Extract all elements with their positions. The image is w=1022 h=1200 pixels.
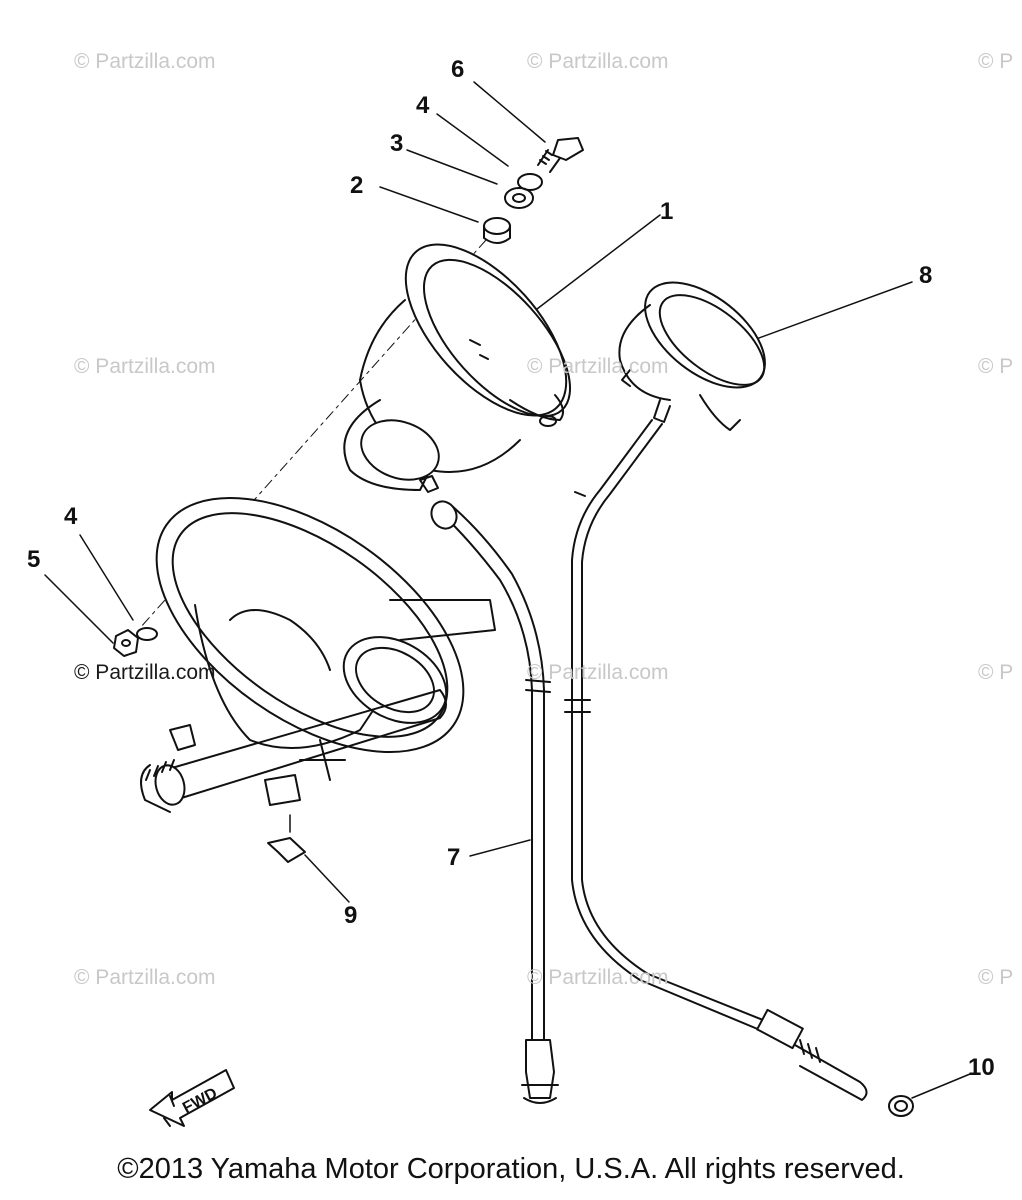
clip-part — [268, 838, 305, 862]
leader-lines — [45, 82, 970, 1098]
watermark: © Partzilla.com — [527, 661, 669, 684]
mounting-shaft — [141, 690, 446, 812]
callout-label: 5 — [27, 546, 41, 573]
watermark: © Partzilla.com — [527, 966, 669, 989]
callout-label: 10 — [968, 1054, 995, 1081]
watermark: © Partzilla.com — [527, 355, 669, 378]
callout-label: 8 — [919, 262, 933, 289]
watermark: © P — [978, 966, 1014, 989]
washer-part — [505, 188, 533, 208]
watermark: © Partzilla.com — [74, 966, 216, 989]
o-ring-part — [889, 1096, 913, 1116]
callout-label: 1 — [660, 198, 674, 225]
callout-label: 4 — [64, 503, 78, 530]
temperature-gauge — [619, 262, 783, 430]
watermark: © Partzilla.com — [527, 50, 669, 73]
watermark: © P — [978, 50, 1014, 73]
collar-part — [484, 218, 510, 243]
copyright-notice: ©2013 Yamaha Motor Corporation, U.S.A. A… — [117, 1153, 905, 1185]
watermark: © Partzilla.com — [74, 355, 216, 378]
washer-part — [518, 174, 542, 190]
fwd-arrow-icon — [150, 1070, 234, 1126]
temperature-sender-wire — [565, 420, 867, 1100]
callout-label: 2 — [350, 172, 364, 199]
washer-part — [137, 628, 157, 640]
speedometer-gauge — [344, 217, 595, 492]
speedometer-cable — [427, 497, 558, 1103]
callout-label: 3 — [390, 130, 404, 157]
callout-label: 4 — [416, 92, 430, 119]
callout-label: 7 — [447, 844, 461, 871]
watermark: © Partzilla.com — [74, 661, 216, 684]
watermark: © Partzilla.com — [74, 50, 216, 73]
nut-part — [114, 630, 138, 656]
watermark: © P — [978, 355, 1014, 378]
callout-label: 6 — [451, 56, 465, 83]
meter-bracket — [112, 447, 508, 803]
bolt-part — [538, 138, 583, 172]
callout-label: 9 — [344, 902, 358, 929]
watermark: © P — [978, 661, 1014, 684]
